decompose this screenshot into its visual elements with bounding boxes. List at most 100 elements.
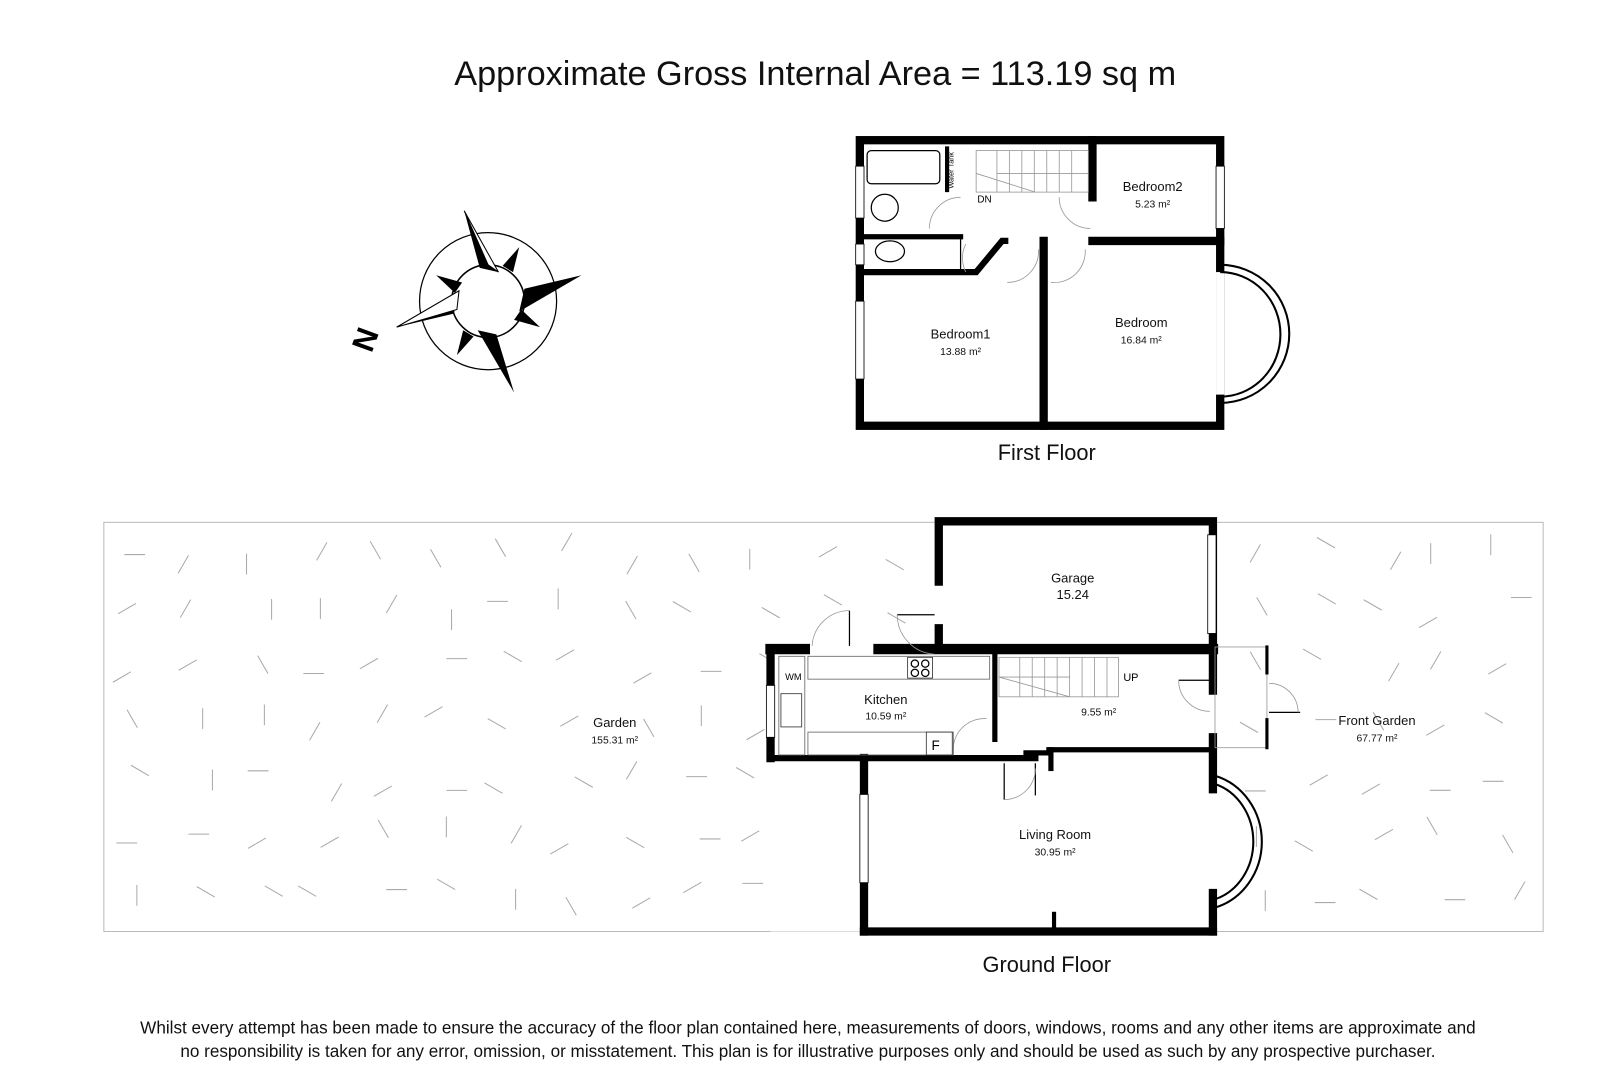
hatch-mark (436, 878, 456, 890)
room-area-garden: 155.31 m² (591, 736, 638, 747)
room-name-garden: Garden (593, 715, 636, 730)
hatch-mark (177, 555, 189, 574)
stairs-down-label: DN (977, 195, 991, 206)
hatch-mark (1484, 712, 1504, 724)
room-name-kitchen: Kitchen (864, 692, 907, 707)
hatch-mark (376, 704, 389, 723)
hatch-mark (632, 897, 651, 909)
hatch-mark (1239, 721, 1259, 733)
hatch-mark (1426, 724, 1445, 736)
hatch-mark (179, 599, 192, 618)
hatch-mark (1302, 648, 1322, 660)
hatch-mark (385, 594, 398, 614)
hatch-mark (297, 885, 317, 897)
hatch-mark (117, 602, 137, 615)
hatch-mark (626, 555, 638, 575)
hatch-mark (625, 600, 637, 620)
hatch-mark (316, 542, 328, 561)
hatch-mark (1388, 662, 1400, 682)
hatch-mark (565, 896, 577, 916)
hatch-mark (309, 721, 321, 741)
stairs-up-label: UP (1123, 672, 1138, 684)
hatch-mark (1316, 537, 1336, 549)
hatch-mark (1514, 881, 1526, 900)
stairs-icon (975, 150, 1089, 193)
first-floor-label: First Floor (998, 440, 1096, 465)
fridge-label: F (932, 738, 940, 753)
hatch-mark (247, 837, 267, 849)
bathtub-icon (866, 149, 941, 185)
hatch-mark (264, 885, 284, 897)
compass-north-label: N (345, 323, 386, 356)
room-area-bedroom1: 13.88 m² (940, 347, 981, 358)
hatch-mark (112, 671, 132, 683)
hatch-mark (1426, 816, 1438, 836)
hob-icon (907, 656, 933, 679)
toilet-icon (874, 240, 906, 263)
hatch-mark (885, 558, 904, 571)
hatch-mark (494, 538, 507, 557)
ground-floor-label: Ground Floor (983, 952, 1111, 977)
hatch-mark (1372, 712, 1385, 731)
room-name-living-room: Living Room (1019, 827, 1091, 842)
fridge-icon (925, 731, 953, 756)
hatch-mark (741, 830, 760, 842)
hatch-mark (1418, 616, 1438, 629)
water-tank-label: Water Tank (946, 152, 955, 189)
hatch-mark (1317, 593, 1337, 605)
hatch-mark (1502, 834, 1514, 854)
stairs-icon (998, 656, 1119, 698)
hatch-mark (424, 706, 443, 718)
hatch-mark (1361, 783, 1381, 795)
hatch-mark (178, 659, 197, 671)
hatch-mark (688, 553, 700, 573)
hatch-mark (130, 764, 150, 777)
hatch-mark (1374, 828, 1394, 841)
hatch-mark (1294, 840, 1314, 852)
room-area-bedroom2: 5.23 m² (1135, 200, 1171, 211)
compass-icon: N (345, 210, 582, 393)
basin-icon (870, 193, 899, 222)
hatch-mark (1309, 774, 1329, 786)
hatch-mark (126, 709, 138, 728)
hatch-mark (484, 782, 503, 794)
disclaimer-line-1: Whilst every attempt has been made to en… (140, 1017, 1476, 1037)
room-area-garage: 15.24 (1056, 587, 1088, 602)
room-name-bedroom2: Bedroom2 (1123, 179, 1183, 194)
room-area-front-garden: 67.77 m² (1357, 733, 1398, 744)
hatch-mark (823, 594, 843, 606)
hatch-mark (887, 612, 906, 624)
hatch-mark (487, 718, 506, 730)
hatch-mark (550, 843, 569, 855)
room-area-bedroom: 16.84 m² (1121, 336, 1162, 347)
room-name-front-garden: Front Garden (1338, 713, 1415, 728)
hatch-mark (818, 546, 838, 558)
hatch-mark (672, 601, 692, 613)
hatch-mark (373, 785, 393, 797)
hatch-mark (561, 532, 573, 552)
hatch-mark (761, 607, 781, 619)
hatch-mark (1249, 651, 1262, 671)
room-name-garage: Garage (1051, 571, 1094, 586)
plan-title: Approximate Gross Internal Area = 113.19… (454, 55, 1176, 93)
washing-machine-label: WM (785, 672, 802, 682)
room-area-kitchen: 10.59 m² (865, 712, 906, 723)
hatch-mark (1429, 651, 1442, 670)
hatch-mark (1488, 663, 1507, 675)
first-floor-plan: Water Tank DN Bedroom2 5.23 m² Bedroom1 … (855, 136, 1291, 465)
disclaimer-line-2: no responsibility is taken for any error… (180, 1041, 1435, 1061)
hatch-mark (625, 836, 645, 849)
hatch-mark (320, 836, 339, 848)
sink-icon (780, 693, 803, 728)
hatch-mark (196, 886, 216, 898)
hatch-mark (625, 761, 638, 780)
room-area-hall: 9.55 m² (1081, 707, 1117, 718)
room-name-bedroom: Bedroom (1115, 315, 1168, 330)
hatch-mark (735, 767, 755, 779)
hatch-mark (633, 672, 652, 684)
hatch-mark (1359, 888, 1378, 900)
hatch-mark (377, 819, 389, 839)
hatch-mark (1256, 597, 1268, 616)
hatch-mark (510, 825, 522, 844)
